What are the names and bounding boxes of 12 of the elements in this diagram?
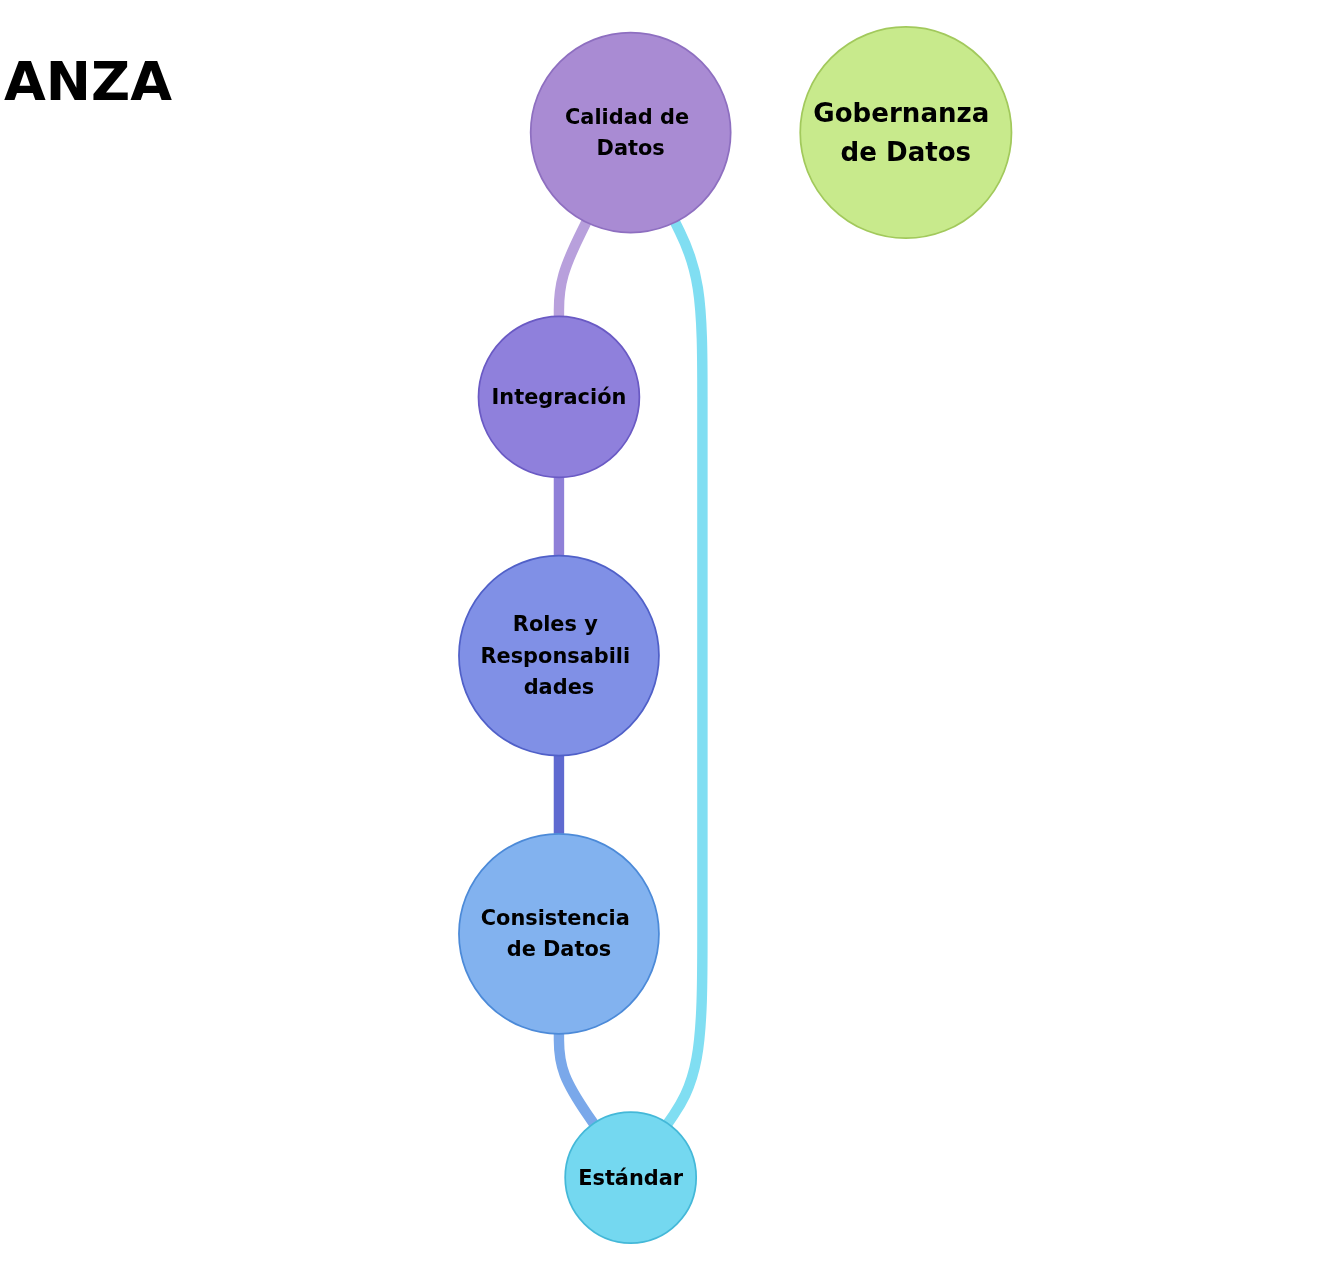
node-circle: Estándar bbox=[564, 1111, 697, 1244]
node-circle: Gobernanza de Datos bbox=[799, 26, 1013, 240]
node-circle: Roles y Responsabili dades bbox=[457, 554, 660, 757]
heading-text: ANZA bbox=[4, 50, 172, 113]
node-circle: Integración bbox=[477, 315, 641, 479]
node-circle: Calidad de Datos bbox=[529, 31, 732, 234]
connector bbox=[663, 219, 708, 1127]
connector bbox=[553, 477, 564, 556]
connector bbox=[553, 1033, 598, 1127]
node-circle: Consistencia de Datos bbox=[457, 832, 660, 1035]
connector bbox=[553, 755, 564, 834]
connector bbox=[553, 219, 591, 317]
